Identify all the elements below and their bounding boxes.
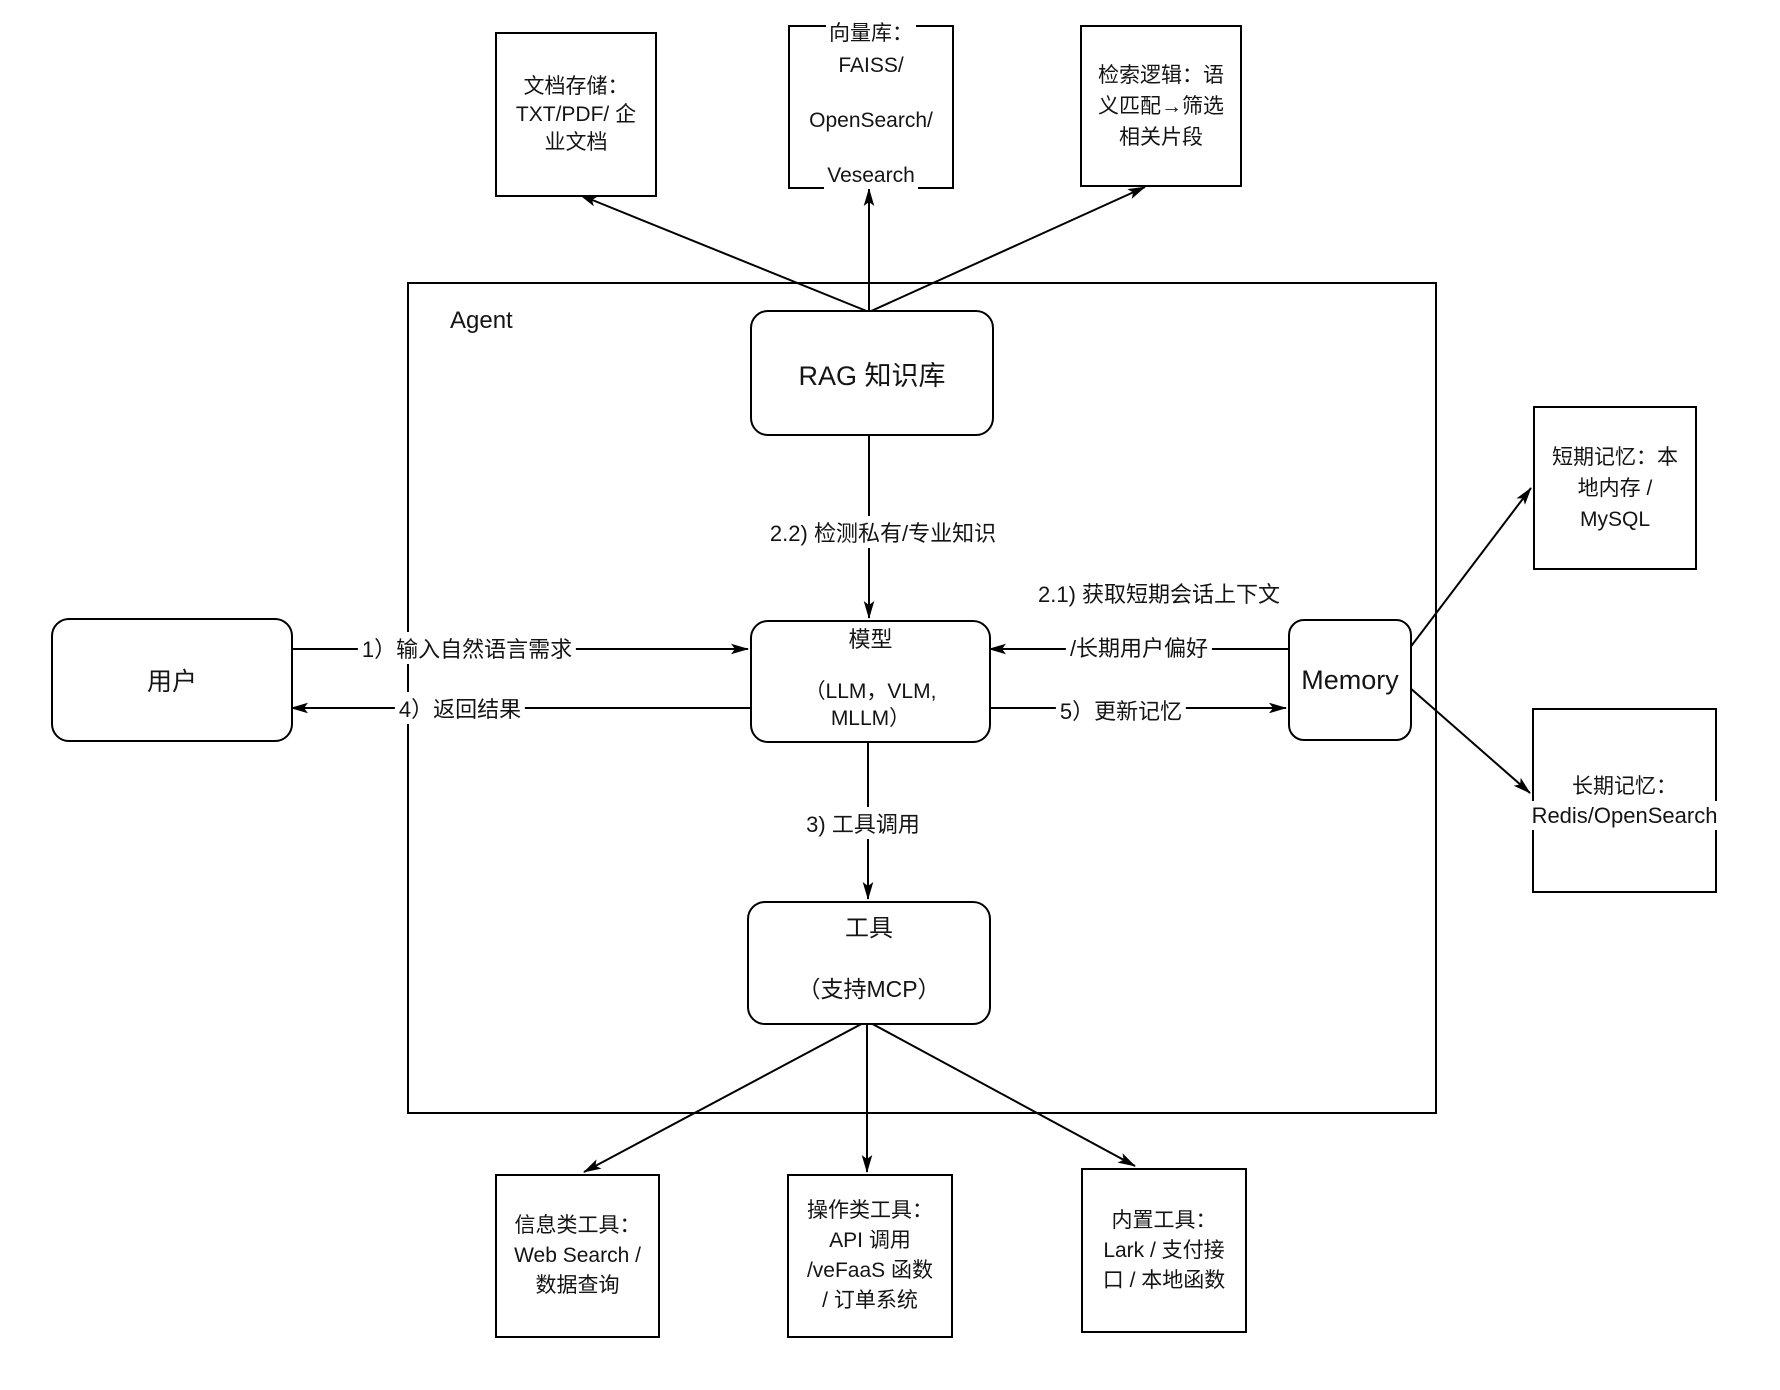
node-long-term-memory-line2: Redis/OpenSearch — [1529, 800, 1720, 830]
node-memory-label: Memory — [1301, 664, 1399, 695]
edge-label-detect-knowledge: 2.2) 检测私有/专业知识 — [765, 516, 1001, 548]
node-action-tools-line4: / 订单系统 — [822, 1289, 918, 1312]
edge-label-update-memory: 5）更新记忆 — [1055, 694, 1187, 726]
node-info-tools-line3: 数据查询 — [535, 1274, 620, 1297]
node-short-term-memory-line1: 短期记忆：本 — [1552, 445, 1678, 469]
node-info-tools: 信息类工具： Web Search / 数据查询 — [495, 1174, 660, 1338]
node-action-tools: 操作类工具： API 调用 /veFaaS 函数 / 订单系统 — [787, 1174, 953, 1338]
edge-rag-to-retrieval — [868, 186, 1146, 313]
node-rag-label: RAG 知识库 — [798, 360, 946, 391]
node-model-line1: 模型 — [848, 627, 893, 652]
node-tools-line2: （支持MCP） — [797, 976, 941, 1002]
node-retrieval-logic-line3: 相关片段 — [1119, 125, 1203, 149]
node-short-term-memory-line2: 地内存 / — [1577, 476, 1653, 500]
edge-label-tool-call: 3) 工具调用 — [802, 807, 924, 839]
node-short-term-memory-line3: MySQL — [1579, 507, 1650, 531]
node-builtin-tools-line2: Lark / 支付接 — [1103, 1238, 1225, 1262]
node-vector-db-line3: OpenSearch/ — [806, 107, 936, 134]
node-doc-store-line1: 文档存储： — [523, 74, 629, 98]
node-action-tools-line1: 操作类工具： — [807, 1199, 933, 1222]
edge-label-input-request: 1）输入自然语言需求 — [357, 632, 577, 664]
node-rag-knowledge-base: RAG 知识库 — [750, 310, 994, 436]
edge-label-return-result: 4）返回结果 — [394, 692, 526, 724]
edge-label-get-context-line1: 2.1) 获取短期会话上下文 — [1033, 577, 1285, 609]
node-vector-db-line4: Vesearch — [824, 162, 918, 189]
node-action-tools-line2: API 调用 — [829, 1229, 911, 1252]
node-info-tools-line2: Web Search / — [514, 1244, 641, 1267]
node-model-line3: MLLM） — [830, 707, 911, 730]
edge-tools-to-info-tools — [583, 1020, 868, 1173]
node-retrieval-logic-line1: 检索逻辑：语 — [1098, 63, 1224, 87]
edge-tools-to-builtin-tools — [866, 1020, 1136, 1167]
node-short-term-memory: 短期记忆：本 地内存 / MySQL — [1533, 406, 1697, 570]
node-retrieval-logic-line2: 义匹配→筛选 — [1098, 94, 1224, 118]
node-info-tools-line1: 信息类工具： — [514, 1214, 641, 1237]
edge-memory-to-short-term — [1408, 487, 1532, 650]
edge-rag-to-doc-store — [579, 194, 870, 313]
node-user-label: 用户 — [146, 668, 197, 696]
edge-label-get-context-line2: /长期用户偏好 — [1065, 631, 1213, 663]
node-doc-store-line2: TXT/PDF/ 企 — [515, 102, 637, 126]
agent-container-label: Agent — [450, 307, 513, 334]
node-tools-line1: 工具 — [845, 915, 893, 942]
node-doc-store-line3: 业文档 — [544, 130, 608, 154]
node-vector-db-line1: 向量库： — [826, 20, 916, 47]
node-model-line2: （LLM，VLM, — [804, 680, 937, 703]
node-doc-store: 文档存储： TXT/PDF/ 企 业文档 — [495, 32, 657, 197]
node-long-term-memory-line1: 长期记忆： — [1572, 774, 1677, 798]
node-builtin-tools: 内置工具： Lark / 支付接 口 / 本地函数 — [1081, 1168, 1247, 1333]
node-user: 用户 — [51, 618, 293, 742]
node-action-tools-line3: /veFaaS 函数 — [806, 1259, 934, 1282]
node-memory: Memory — [1288, 619, 1412, 741]
node-tools: 工具 （支持MCP） — [747, 901, 991, 1025]
node-retrieval-logic: 检索逻辑：语 义匹配→筛选 相关片段 — [1080, 25, 1242, 187]
node-vector-db-text: 向量库： FAISS/ OpenSearch/ Vesearch — [790, 20, 952, 189]
node-long-term-memory: 长期记忆： Redis/OpenSearch — [1529, 708, 1720, 893]
node-builtin-tools-line3: 口 / 本地函数 — [1102, 1268, 1226, 1292]
node-builtin-tools-line1: 内置工具： — [1111, 1208, 1217, 1232]
node-vector-db-line2: FAISS/ — [835, 52, 907, 79]
edge-memory-to-long-term — [1408, 686, 1531, 794]
node-vector-db: 向量库： FAISS/ OpenSearch/ Vesearch — [788, 20, 954, 189]
node-model: 模型 （LLM，VLM, MLLM） — [750, 620, 991, 743]
